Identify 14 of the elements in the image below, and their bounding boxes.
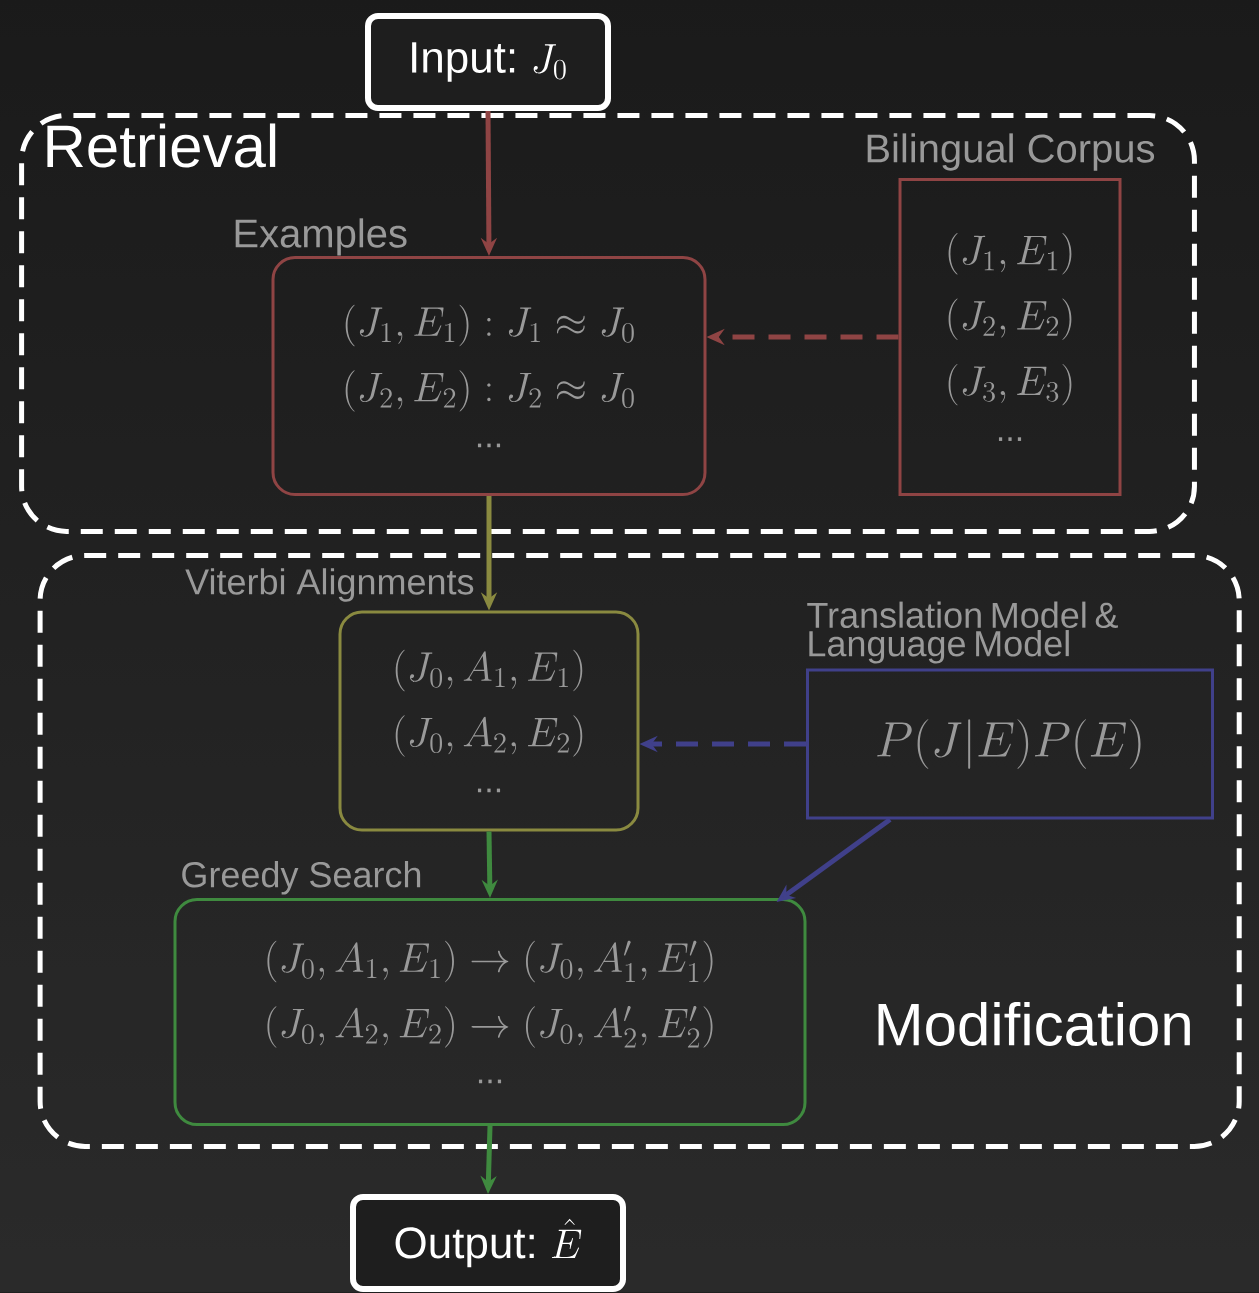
region-title: Modification <box>878 1001 1190 1046</box>
box-heading: Translation Model & Language Model <box>807 601 1118 664</box>
box-heading: Greedy Search <box>182 861 421 895</box>
content-box: $(J_1, E_1) : J_1 \approx J_0$ $(J_2, E_2) : J_2 \approx J_0$ ... <box>271 256 707 496</box>
box-heading: Viterbi Alignments <box>185 568 474 602</box>
content-box: $(J_0, A_1, E_1)$ $(J_0, A_2, E_2)$ ... <box>338 610 640 832</box>
content-box: $P(J|E)P(E)$ <box>806 668 1214 820</box>
region-title: Retrieval <box>47 123 276 168</box>
terminal-box: Input: $J_0$ <box>365 13 611 111</box>
terminal-box: Output: $\hat{E}$ <box>350 1194 626 1292</box>
box-heading: Examples <box>235 218 407 256</box>
content-box: $(J_0, A_1, E_1) \rightarrow (J_0, A'_1, E'_1)$ $(J_0, A_2, E_2) \rightarrow (J_0, A'_2, E'_2)$ ... <box>173 898 807 1126</box>
box-heading: Bilingual Corpus <box>867 133 1155 171</box>
content-box: $(J_1, E_1)$ $(J_2, E_2)$ $(J_3, E_3)$ ... <box>898 178 1122 496</box>
